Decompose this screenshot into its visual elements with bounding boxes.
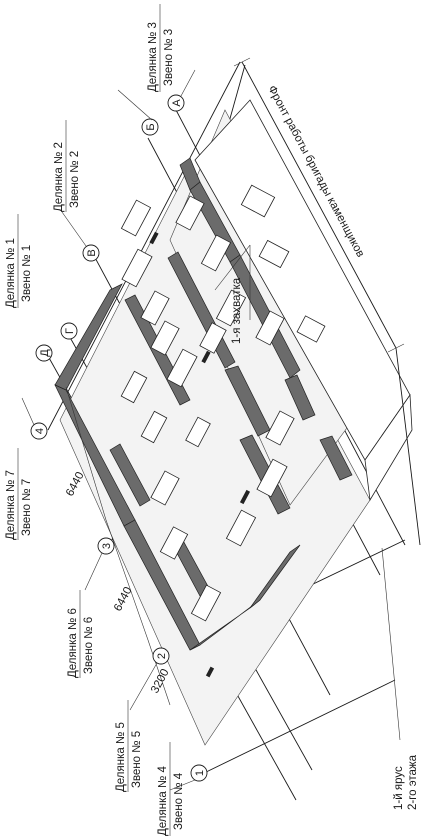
number-axis-markers: 1 2 3 4	[30, 422, 208, 782]
plot-5-crew: Звено № 5	[131, 731, 143, 788]
window-marks	[149, 231, 251, 678]
section-label: 1-я захватка	[231, 277, 243, 344]
plot-label-3: Делянка № 3 Звено № 3	[147, 4, 175, 92]
tier-label-1: 1-й ярус	[393, 766, 405, 810]
axis-number-2: 2	[156, 653, 168, 659]
plot-6-crew: Звено № 6	[83, 617, 95, 674]
plot-3-name: Делянка № 3	[147, 22, 159, 92]
axis-marker-3: 3	[97, 537, 115, 555]
axis-marker-g: Г	[60, 322, 78, 340]
letter-axis-markers: А Б В Г Д	[35, 94, 185, 362]
axis-number-4: 4	[34, 428, 46, 434]
axis-letter-g: Г	[64, 328, 76, 334]
axis-marker-2: 2	[152, 647, 170, 665]
plot-label-6: Делянка № 6 Звено № 6	[67, 590, 95, 678]
plot-6-name: Делянка № 6	[67, 608, 79, 678]
plot-1-name: Делянка № 1	[5, 238, 17, 308]
axis-letter-d: Д	[39, 349, 51, 357]
plot-labels: Делянка № 3 Звено № 3 Делянка № 2 Звено …	[5, 4, 185, 836]
plot-4-name: Делянка № 4	[157, 766, 169, 836]
plot-label-2: Делянка № 2 Звено № 2	[53, 120, 81, 212]
plot-label-1: Делянка № 1 Звено № 1	[5, 214, 33, 308]
wall-blocks	[120, 195, 295, 622]
axis-number-1: 1	[194, 770, 206, 776]
axis-marker-b: Б	[141, 118, 159, 136]
axis-letter-b: Б	[145, 123, 157, 130]
plot-label-4: Делянка № 4 Звено № 4	[157, 742, 185, 836]
plot-label-5: Делянка № 5 Звено № 5	[115, 700, 143, 792]
dimension-6440-upper: 6440	[64, 470, 87, 498]
axis-marker-4: 4	[30, 422, 48, 440]
lower-annex	[194, 99, 413, 502]
plot-7-crew: Звено № 7	[21, 479, 33, 536]
tier-leader	[381, 547, 401, 741]
axis-marker-v: В	[82, 244, 100, 262]
plot-1-crew: Звено № 1	[21, 245, 33, 302]
dimension-lines	[65, 386, 171, 706]
axis-letter-a: А	[171, 99, 183, 107]
axis-marker-1: 1	[190, 764, 208, 782]
front-line	[233, 57, 421, 546]
axis-marker-d: Д	[35, 344, 53, 362]
plot-4-crew: Звено № 4	[173, 772, 185, 830]
outer-walls	[54, 157, 301, 651]
tier-labels: 1-й ярус 2-го этажа	[393, 754, 419, 810]
plot-3-crew: Звено № 3	[163, 29, 175, 86]
plot-2-name: Делянка № 2	[53, 142, 65, 212]
axis-marker-a: А	[167, 94, 185, 112]
plot-label-7: Делянка № 7 Звено № 7	[5, 448, 33, 540]
section-pointers	[214, 244, 251, 320]
axis-letter-v: В	[86, 249, 98, 256]
plot-7-name: Делянка № 7	[5, 470, 17, 540]
axis-number-3: 3	[101, 543, 113, 549]
plot-2-crew: Звено № 2	[69, 151, 81, 208]
plot-5-name: Делянка № 5	[115, 722, 127, 792]
dimension-6440-lower: 6440	[112, 585, 135, 613]
tier-label-2: 2-го этажа	[407, 754, 419, 810]
label-leaders	[21, 69, 196, 791]
